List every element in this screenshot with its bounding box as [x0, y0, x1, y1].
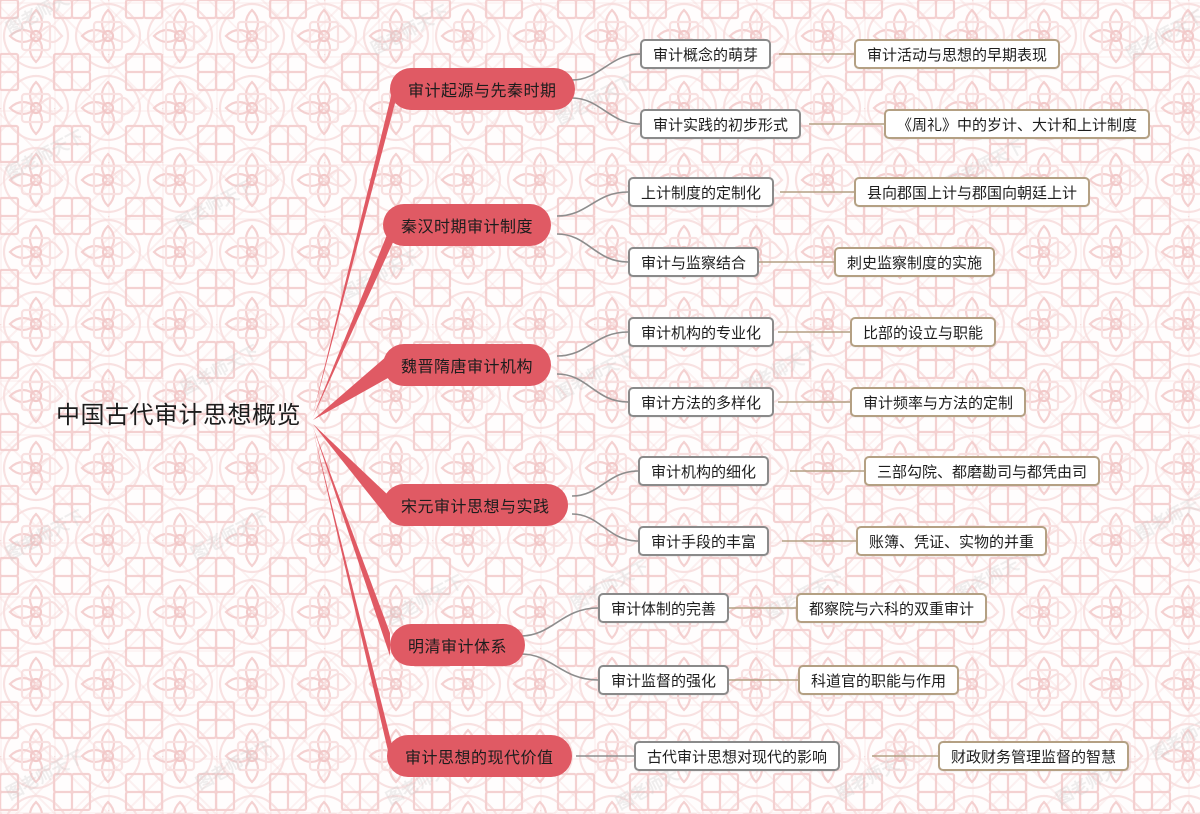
leaf-node-1-1-1[interactable]: 审计活动与思想的早期表现	[854, 39, 1061, 69]
subnode-1-1[interactable]: 审计概念的萌芽	[640, 39, 772, 69]
subnode-4-1[interactable]: 审计机构的细化	[638, 456, 770, 486]
root-node[interactable]: 中国古代审计思想概览	[56, 404, 301, 428]
subnode-label: 审计体制的完善	[611, 600, 717, 618]
branch-label: 宋元审计思想与实践	[401, 499, 550, 516]
svg-text:图老师天下: 图老师天下	[187, 506, 272, 564]
subnode-label: 审计实践的初步形式	[653, 116, 789, 134]
svg-text:图老师天下: 图老师天下	[552, 346, 637, 404]
subnode-4-2[interactable]: 审计手段的丰富	[638, 526, 770, 556]
leaf-node-6-1-1[interactable]: 财政财务管理监督的智慧	[938, 741, 1130, 771]
subnode-label: 审计机构的专业化	[641, 324, 762, 342]
svg-text:图老师天下: 图老师天下	[337, 246, 422, 304]
leaf-label: 比部的设立与职能	[863, 324, 984, 342]
leaf-label: 县向郡国上计与郡国向朝廷上计	[867, 184, 1078, 202]
subnode-2-2[interactable]: 审计与监察结合	[628, 247, 760, 277]
subnode-label: 审计方法的多样化	[641, 394, 762, 412]
svg-text:图老师天下: 图老师天下	[172, 176, 257, 234]
subnode-1-2[interactable]: 审计实践的初步形式	[640, 109, 802, 139]
leaf-node-1-2-1[interactable]: 《周礼》中的岁计、大计和上计制度	[884, 109, 1151, 139]
leaf-label: 《周礼》中的岁计、大计和上计制度	[897, 116, 1138, 134]
branch-node-3[interactable]: 魏晋隋唐审计机构	[383, 344, 552, 386]
leaf-label: 都察院与六科的双重审计	[809, 600, 975, 618]
svg-text:图老师天下: 图老师天下	[1122, 6, 1200, 64]
leaf-label: 三部勾院、都磨勘司与都凭由司	[877, 463, 1088, 481]
subnode-label: 审计概念的萌芽	[653, 46, 759, 64]
leaf-label: 刺史监察制度的实施	[847, 254, 983, 272]
subnode-label: 上计制度的定制化	[641, 184, 762, 202]
leaf-label: 财政财务管理监督的智慧	[951, 748, 1117, 766]
svg-text:图老师天下: 图老师天下	[1147, 706, 1200, 764]
leaf-label: 科道官的职能与作用	[811, 672, 947, 690]
subnode-3-2[interactable]: 审计方法的多样化	[628, 387, 775, 417]
subnode-label: 古代审计思想对现代的影响	[647, 748, 828, 766]
svg-text:图老师天下: 图老师天下	[2, 746, 87, 804]
svg-text:图老师天下: 图老师天下	[177, 341, 262, 399]
subnode-3-1[interactable]: 审计机构的专业化	[628, 317, 775, 347]
branch-label: 审计起源与先秦时期	[408, 83, 557, 100]
leaf-node-3-1-1[interactable]: 比部的设立与职能	[850, 317, 997, 347]
leaf-node-4-2-1[interactable]: 账簿、凭证、实物的并重	[856, 526, 1048, 556]
svg-text:图老师天下: 图老师天下	[2, 126, 87, 184]
svg-text:图老师天下: 图老师天下	[367, 1, 452, 59]
root-connectors	[313, 80, 395, 768]
leaf-node-4-1-1[interactable]: 三部勾院、都磨勘司与都凭由司	[864, 456, 1101, 486]
subnode-label: 审计手段的丰富	[651, 533, 757, 551]
subnode-2-1[interactable]: 上计制度的定制化	[628, 177, 775, 207]
branch-node-4[interactable]: 宋元审计思想与实践	[383, 484, 568, 526]
svg-text:图老师天下: 图老师天下	[192, 736, 277, 794]
leaf-label: 账簿、凭证、实物的并重	[869, 533, 1035, 551]
leaf-label: 审计活动与思想的早期表现	[867, 46, 1048, 64]
branch-node-6[interactable]: 审计思想的现代价值	[387, 735, 572, 777]
branch-label: 审计思想的现代价值	[405, 750, 554, 767]
svg-text:图老师天下: 图老师天下	[832, 746, 917, 804]
leaf-node-5-1-1[interactable]: 都察院与六科的双重审计	[796, 593, 988, 623]
branch-label: 魏晋隋唐审计机构	[401, 359, 534, 376]
branch-node-1[interactable]: 审计起源与先秦时期	[390, 68, 575, 110]
leaf-node-2-1-1[interactable]: 县向郡国上计与郡国向朝廷上计	[854, 177, 1091, 207]
svg-text:图老师天下: 图老师天下	[382, 571, 467, 629]
subnode-label: 审计监督的强化	[611, 672, 717, 690]
leaf-node-5-2-1[interactable]: 科道官的职能与作用	[798, 665, 960, 695]
subnode-label: 审计与监察结合	[641, 254, 747, 272]
branch-label: 秦汉时期审计制度	[401, 219, 534, 236]
leaf-node-2-2-1[interactable]: 刺史监察制度的实施	[834, 247, 996, 277]
svg-text:图老师天下: 图老师天下	[2, 0, 87, 39]
leaf-label: 审计频率与方法的定制	[863, 394, 1014, 412]
subnode-6-1[interactable]: 古代审计思想对现代的影响	[634, 741, 841, 771]
leaf-node-3-2-1[interactable]: 审计频率与方法的定制	[850, 387, 1027, 417]
subnode-5-1[interactable]: 审计体制的完善	[598, 593, 730, 623]
subnode-label: 审计机构的细化	[651, 463, 757, 481]
svg-text:图老师天下: 图老师天下	[1132, 486, 1200, 544]
branch-node-2[interactable]: 秦汉时期审计制度	[383, 204, 552, 246]
branch-node-5[interactable]: 明清审计体系	[390, 624, 526, 666]
branch-connectors	[520, 53, 641, 757]
subnode-5-2[interactable]: 审计监督的强化	[598, 665, 730, 695]
root-label: 中国古代审计思想概览	[56, 402, 301, 429]
branch-label: 明清审计体系	[408, 639, 508, 656]
svg-text:图老师天下: 图老师天下	[2, 506, 87, 564]
